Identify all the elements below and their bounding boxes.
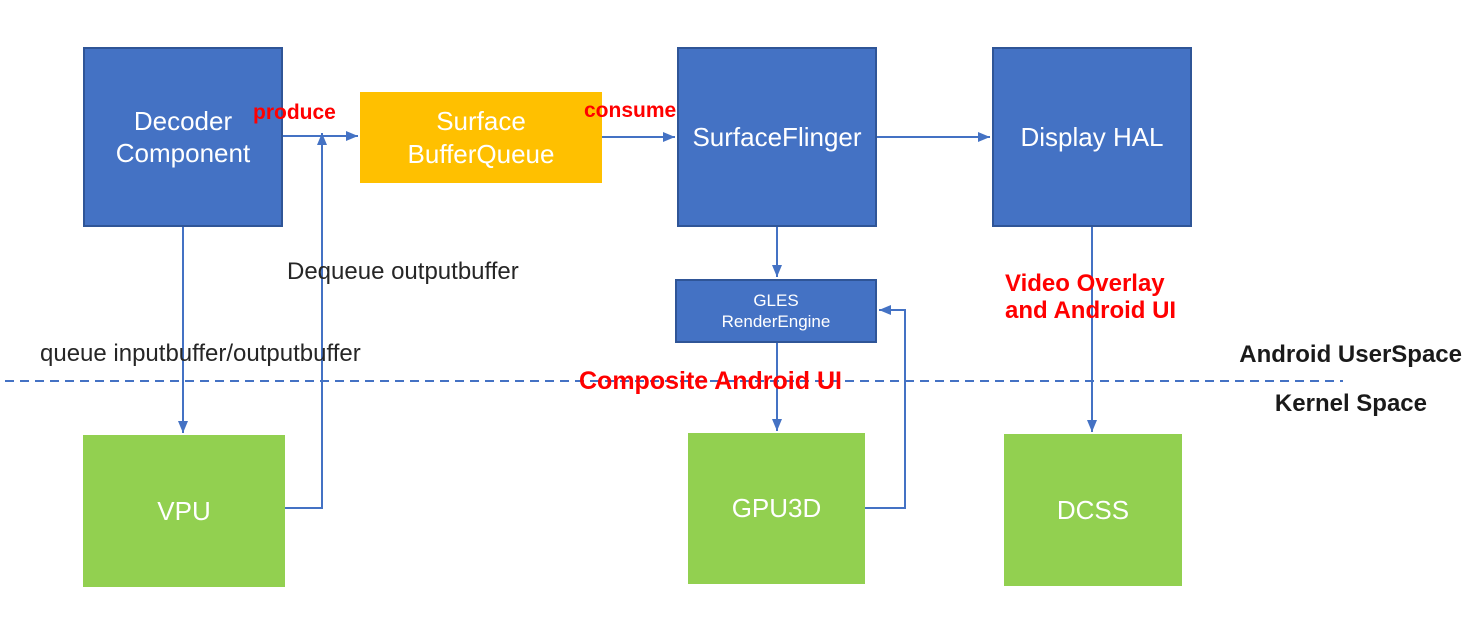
surfaceflinger-label: SurfaceFlinger bbox=[692, 121, 862, 152]
android-userspace-label: Android UserSpace bbox=[1239, 341, 1462, 368]
display-hal-box: Display HAL bbox=[992, 47, 1192, 227]
gles-renderengine-label: GLES RenderEngine bbox=[721, 290, 831, 331]
decoder-component-box: Decoder Component bbox=[83, 47, 283, 227]
vpu-box: VPU bbox=[83, 435, 285, 587]
gles-renderengine-box: GLES RenderEngine bbox=[675, 279, 877, 343]
arrow-vpu-dequeue-up bbox=[285, 133, 327, 509]
kernel-space-label: Kernel Space bbox=[1274, 390, 1427, 417]
gpu3d-box: GPU3D bbox=[688, 433, 865, 584]
surfaceflinger-box: SurfaceFlinger bbox=[677, 47, 877, 227]
gpu3d-label: GPU3D bbox=[731, 493, 822, 524]
dequeue-outputbuffer-label: Dequeue outputbuffer bbox=[287, 258, 519, 285]
dcss-box: DCSS bbox=[1004, 434, 1182, 586]
produce-label: produce bbox=[253, 101, 336, 124]
decoder-component-label: Decoder Component bbox=[115, 105, 251, 169]
surface-bufferqueue-label: Surface BufferQueue bbox=[407, 106, 555, 169]
composite-android-ui-label: Composite Android UI bbox=[579, 367, 842, 395]
dcss-label: DCSS bbox=[1056, 494, 1130, 525]
vpu-label: VPU bbox=[157, 495, 211, 526]
consume-label: consume bbox=[584, 99, 677, 122]
surface-bufferqueue-box: Surface BufferQueue bbox=[360, 92, 602, 183]
queue-inputbuffer-label: queue inputbuffer/outputbuffer bbox=[40, 340, 361, 367]
video-overlay-label: Video Overlay and Android UI bbox=[1005, 270, 1177, 324]
display-hal-label: Display HAL bbox=[1020, 121, 1164, 152]
